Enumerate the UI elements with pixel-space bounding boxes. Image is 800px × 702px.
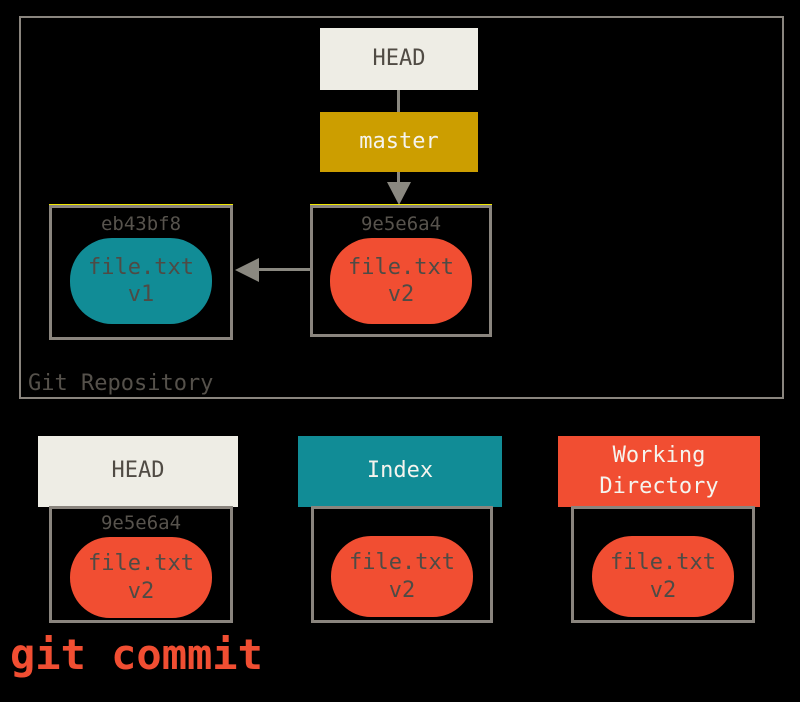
arrow-left-icon — [235, 258, 259, 282]
index-area-header: Index — [298, 436, 502, 507]
head-area-hash: 9e5e6a4 — [100, 512, 182, 534]
blob-file-name: file.txt — [349, 550, 455, 575]
index-area-file-blob: file.txt v2 — [331, 536, 473, 617]
blob-file-name: file.txt — [88, 254, 194, 280]
index-area-title: Index — [366, 458, 434, 484]
connector-commit-to-parent — [257, 268, 310, 271]
master-branch-box: master — [320, 112, 478, 172]
working-directory-title: Working Directory — [599, 442, 719, 499]
connector-head-to-master — [397, 90, 400, 112]
working-directory-container: file.txt v2 — [571, 506, 755, 623]
commit-box-current: 9e5e6a4 file.txt v2 — [310, 205, 492, 337]
head-pointer-box: HEAD — [320, 28, 478, 90]
file-blob-v2: file.txt v2 — [330, 238, 472, 324]
commit-box-parent: eb43bf8 file.txt v1 — [49, 205, 233, 340]
commit-hash: 9e5e6a4 — [360, 213, 442, 235]
index-area-container: file.txt v2 — [311, 506, 493, 623]
git-repository-box — [19, 16, 784, 399]
blob-file-name: file.txt — [348, 254, 454, 280]
head-area-file-blob: file.txt v2 — [70, 537, 212, 618]
head-pointer-label: HEAD — [372, 45, 426, 71]
blob-file-name: file.txt — [88, 551, 194, 576]
head-area-title: HEAD — [111, 458, 165, 484]
head-area-container: 9e5e6a4 file.txt v2 — [49, 506, 233, 623]
blob-file-version: v2 — [649, 577, 677, 603]
arrow-down-icon — [387, 182, 411, 205]
blob-file-version: v2 — [387, 282, 415, 307]
blob-file-version: v2 — [127, 578, 155, 604]
blob-file-version: v2 — [388, 577, 416, 603]
working-directory-header: Working Directory — [558, 436, 760, 507]
blob-file-name: file.txt — [610, 550, 716, 575]
file-blob-v1: file.txt v1 — [70, 238, 212, 324]
head-area-header: HEAD — [38, 436, 238, 507]
commit-hash: eb43bf8 — [100, 213, 182, 235]
working-directory-file-blob: file.txt v2 — [592, 536, 734, 617]
blob-file-version: v1 — [127, 282, 155, 307]
connector-master-to-commit — [397, 172, 400, 184]
git-repository-label: Git Repository — [28, 371, 214, 396]
git-commit-command-label: git commit — [10, 630, 263, 679]
master-branch-label: master — [359, 128, 439, 154]
